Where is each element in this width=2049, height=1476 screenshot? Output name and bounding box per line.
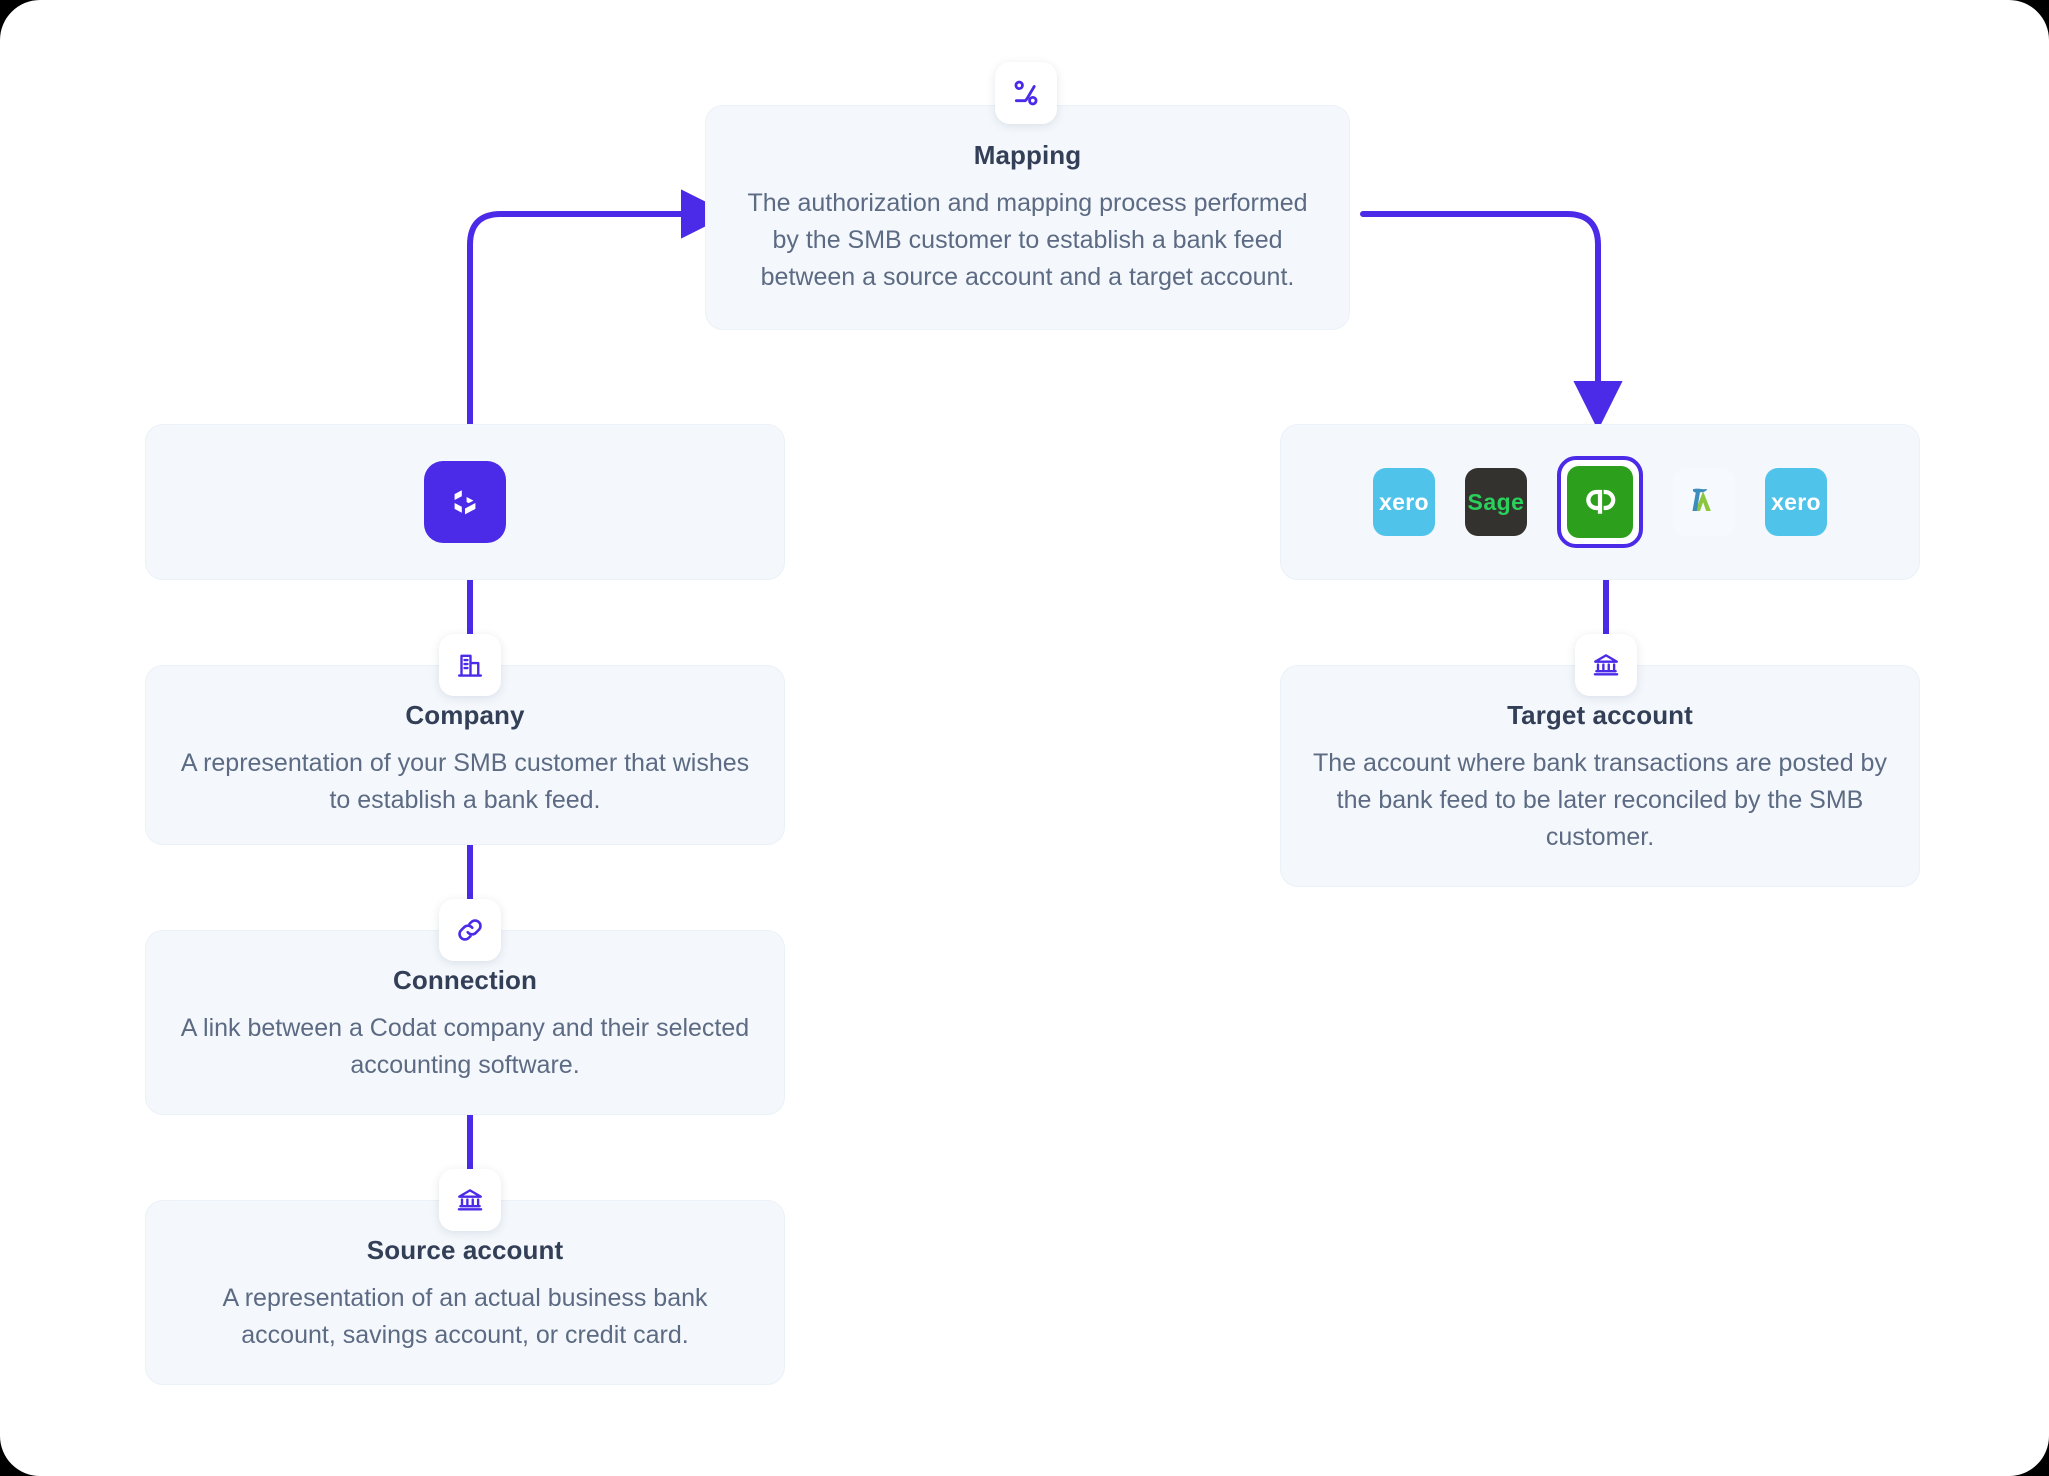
integration-logo-xero-2[interactable]: xero [1765,468,1827,536]
target-account-icon-chip [1575,634,1637,696]
xero-logo-icon: xero [1771,488,1821,515]
connection-icon-chip [439,899,501,961]
freeagent-logo-icon [1682,478,1726,527]
link-icon [455,915,485,945]
integrations-card: xero Sage [1280,424,1920,580]
source-account-icon-chip [439,1169,501,1231]
integration-logo-sage[interactable]: Sage [1465,468,1527,536]
mapping-description: The authorization and mapping process pe… [747,189,1308,291]
target-account-card: Target account The account where bank tr… [1280,665,1920,887]
connection-title: Connection [393,965,537,995]
source-account-card: Source account A representation of an ac… [145,1200,785,1385]
company-description: A representation of your SMB customer th… [180,749,750,814]
building-icon [455,650,485,680]
source-account-description: A representation of an actual business b… [222,1284,708,1349]
target-account-description: The account where bank transactions are … [1313,749,1887,851]
target-account-title: Target account [1507,700,1693,730]
integration-logo-quickbooks-selected[interactable] [1557,456,1643,548]
bank-icon [455,1185,485,1215]
xero-logo-icon: xero [1379,488,1429,515]
codat-logo-icon [424,461,506,543]
integrations-logo-row: xero Sage [1281,425,1919,579]
integration-logo-freeagent[interactable] [1673,468,1735,536]
connection-description: A link between a Codat company and their… [180,1014,750,1079]
company-card: Company A representation of your SMB cus… [145,665,785,845]
codat-card [145,424,785,580]
company-icon-chip [439,634,501,696]
mapping-shuffle-icon [1009,76,1043,110]
connector-codat-to-mapping [467,189,731,427]
company-title: Company [405,700,525,730]
mapping-card: Mapping The authorization and mapping pr… [705,105,1350,330]
bank-icon [1591,650,1621,680]
sage-logo-icon: Sage [1467,488,1525,515]
connector-mapping-to-integrations [1360,211,1623,431]
source-account-title: Source account [366,1235,564,1265]
mapping-icon-chip [995,62,1057,124]
quickbooks-logo-icon [1577,477,1623,528]
integration-logo-xero-1[interactable]: xero [1373,468,1435,536]
mapping-title: Mapping [973,140,1082,170]
integration-logo-quickbooks[interactable] [1567,466,1633,538]
